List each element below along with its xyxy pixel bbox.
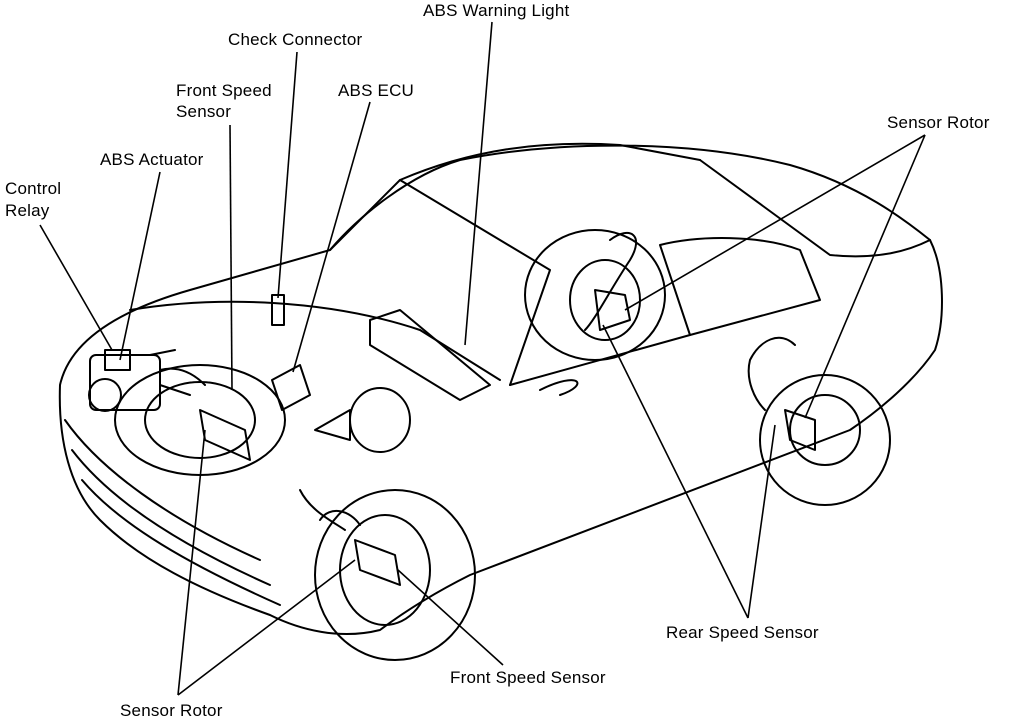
actuator-pipes	[149, 349, 206, 396]
leader-rear-speed-sensor-a	[602, 324, 749, 619]
label-control-relay-line1: Control	[5, 179, 62, 198]
wheel-front-right	[314, 489, 476, 661]
front-left-sensor-unit	[199, 409, 251, 461]
front-right-wiring	[299, 489, 361, 531]
leader-check-connector	[277, 51, 298, 299]
leader-sensor-rotor-front-a	[177, 429, 206, 696]
label-check-connector: Check Connector	[228, 30, 363, 49]
label-sensor-rotor-front: Sensor Rotor	[120, 701, 223, 720]
wheel-rear-right-inner	[789, 394, 861, 466]
brake-booster	[349, 387, 411, 453]
bumper-line	[71, 449, 271, 586]
label-abs-ecu: ABS ECU	[338, 81, 415, 100]
bumper-line	[64, 419, 261, 561]
side-window	[659, 237, 821, 336]
label-rear-speed-sensor: Rear Speed Sensor	[666, 623, 819, 642]
abs-actuator-block	[89, 354, 161, 411]
control-relay-box	[104, 349, 131, 371]
leader-abs-actuator	[119, 171, 161, 361]
bumper-line	[81, 479, 281, 606]
wheel-rear-left	[524, 229, 666, 361]
instrument-cluster	[369, 309, 491, 401]
windshield	[329, 142, 701, 251]
label-front-speed-sensor-top-line2: Sensor	[176, 102, 232, 121]
wheel-rear-left-inner	[569, 259, 641, 341]
side-line	[539, 379, 579, 396]
roof-line	[699, 159, 931, 258]
label-abs-actuator: ABS Actuator	[100, 150, 204, 169]
hood-line	[129, 300, 501, 381]
leader-abs-ecu	[292, 101, 371, 373]
check-connector-box	[271, 294, 285, 326]
leader-abs-warning-light	[464, 21, 493, 346]
label-front-speed-sensor-bottom: Front Speed Sensor	[450, 668, 606, 687]
label-abs-warning-light: ABS Warning Light	[423, 1, 570, 20]
label-sensor-rotor-rear: Sensor Rotor	[887, 113, 990, 132]
abs-actuator-motor	[88, 378, 122, 412]
rear-left-wiring	[584, 231, 637, 331]
label-front-speed-sensor-top-line1: Front Speed	[176, 81, 272, 100]
leader-control-relay	[39, 224, 113, 351]
leader-sensor-rotor-front-b	[177, 559, 356, 696]
rear-right-wiring	[747, 336, 796, 411]
wheel-front-right-inner	[339, 514, 431, 626]
leader-front-speed-sensor-top	[229, 124, 233, 391]
abs-ecu-box	[271, 364, 311, 411]
leader-front-speed-sensor-bottom	[397, 569, 504, 666]
roof-line	[399, 179, 551, 386]
wheel-front-left-inner	[144, 381, 256, 459]
leader-sensor-rotor-rear-b	[804, 134, 926, 419]
label-control-relay-line2: Relay	[5, 201, 50, 220]
leader-sensor-rotor-rear-a	[624, 134, 926, 311]
master-cylinder	[314, 409, 351, 441]
front-right-sensor-unit	[354, 539, 401, 586]
leader-rear-speed-sensor-b	[747, 424, 776, 619]
rear-left-sensor-unit	[594, 289, 631, 331]
car-body-outline	[58, 144, 943, 636]
wheel-rear-right	[759, 374, 891, 506]
